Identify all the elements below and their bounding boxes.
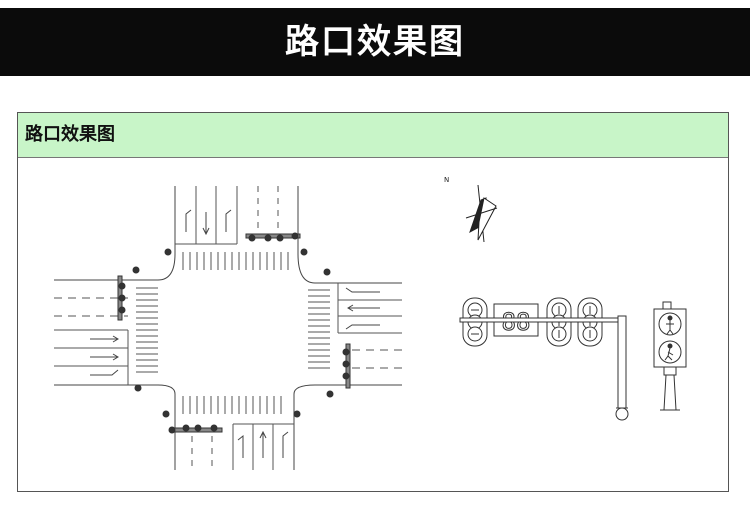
north-arrows bbox=[185, 209, 232, 236]
signal-pole-north bbox=[245, 232, 301, 242]
south-arrows bbox=[237, 430, 289, 458]
pedestrian-signal-head bbox=[653, 301, 687, 368]
signal-pole-arm bbox=[459, 315, 629, 421]
north-lanes bbox=[175, 186, 279, 245]
diagram-panel: 路口效果图 bbox=[17, 112, 729, 492]
panel-title: 路口效果图 bbox=[25, 124, 115, 145]
west-arrows bbox=[90, 335, 119, 376]
crosswalk-east bbox=[308, 289, 330, 369]
compass-north-label: N bbox=[444, 176, 449, 184]
signal-pole-west bbox=[117, 275, 126, 321]
signal-pole-south bbox=[168, 424, 223, 434]
title-banner: 路口效果图 bbox=[0, 8, 750, 76]
east-lanes bbox=[337, 283, 402, 369]
road-edges bbox=[54, 186, 402, 470]
pedestrian-signals bbox=[132, 248, 334, 418]
east-arrows bbox=[345, 287, 380, 330]
pedestrian-signal-pole bbox=[660, 366, 680, 411]
banner-title: 路口效果图 bbox=[285, 22, 465, 62]
compass-icon bbox=[465, 184, 498, 243]
crosswalk-west bbox=[136, 287, 158, 373]
signal-pole-east bbox=[342, 343, 351, 389]
west-lanes bbox=[54, 297, 129, 385]
crosswalk-north bbox=[182, 252, 289, 270]
south-lanes bbox=[191, 423, 294, 470]
crosswalk-south bbox=[182, 396, 282, 414]
panel-header: 路口效果图 bbox=[18, 113, 728, 158]
